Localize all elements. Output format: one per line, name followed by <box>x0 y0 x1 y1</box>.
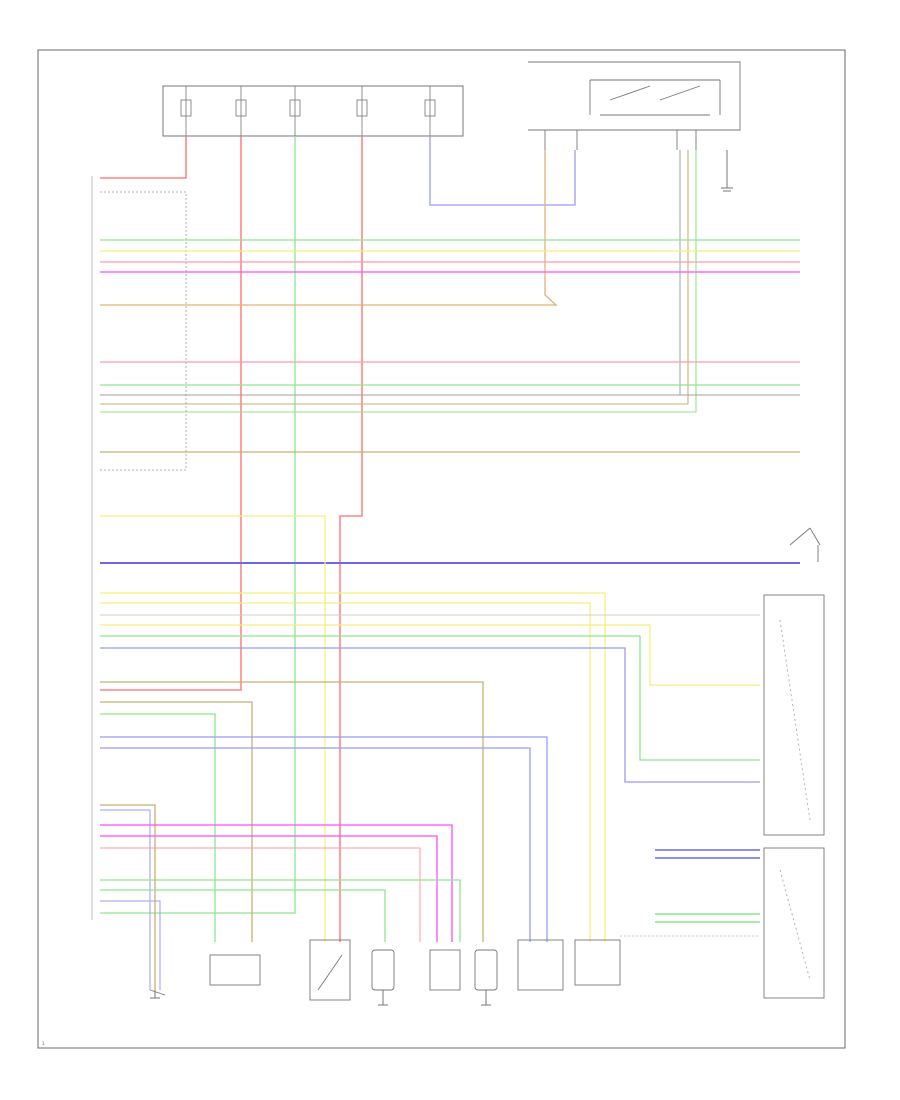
wire-h-tan-3 <box>100 681 484 942</box>
switch-right-mid <box>789 527 821 562</box>
wire-h-yellow-4 <box>100 602 591 942</box>
wire-green-right <box>100 150 697 413</box>
wire-h-green-5 <box>100 879 461 942</box>
wire-h-magenta-3 <box>100 835 438 942</box>
transmission-range-switch <box>528 61 741 150</box>
wire-h-blue-2 <box>100 647 760 783</box>
transmission-sensor-2 <box>574 939 621 986</box>
speed-sensor <box>209 954 261 986</box>
wire-orange-top <box>100 150 558 306</box>
wire-dotted-ref <box>100 191 187 471</box>
wire-h-green-4 <box>100 713 216 942</box>
fuse-block <box>162 85 464 137</box>
solenoid-3 <box>474 949 498 991</box>
transmission-fluid-sensor <box>517 939 564 991</box>
wire-h-blue-4 <box>100 747 531 942</box>
wire-h-magenta-2 <box>100 824 453 942</box>
wire-h-blue-3 <box>100 736 548 942</box>
footer-code: 1 <box>42 1041 45 1046</box>
wire-blue-top <box>429 136 576 206</box>
wire-h-yellow-3 <box>100 592 606 942</box>
wire-h-yellow-5 <box>100 624 760 686</box>
ground-symbols-bottom <box>150 990 491 1006</box>
wire-red-left-main <box>100 136 242 691</box>
wire-h-tan-4 <box>100 701 253 942</box>
solenoid-1 <box>371 949 395 991</box>
right-sensor-box <box>763 594 825 999</box>
wire-red-center <box>339 136 363 942</box>
diagram-frame <box>37 49 846 1049</box>
ground-symbol-top <box>721 150 733 192</box>
solenoid-2 <box>429 949 461 991</box>
fuse-block-fuses <box>180 86 436 136</box>
bottom-components <box>149 939 621 1001</box>
wire-h-pink-3 <box>100 847 421 942</box>
wire-red-left <box>100 136 187 179</box>
wire-h-green-3 <box>100 635 760 761</box>
wire-h-blue-6 <box>100 809 151 990</box>
wire-tan-right <box>100 150 689 405</box>
wire-green-center <box>100 136 296 914</box>
wire-h-tan-5 <box>100 804 156 990</box>
wire-h-blue-5 <box>100 900 161 990</box>
wire-h-green-6 <box>100 889 386 942</box>
wire-h-yellow-2 <box>100 515 326 942</box>
solenoid-switch <box>309 939 351 1001</box>
